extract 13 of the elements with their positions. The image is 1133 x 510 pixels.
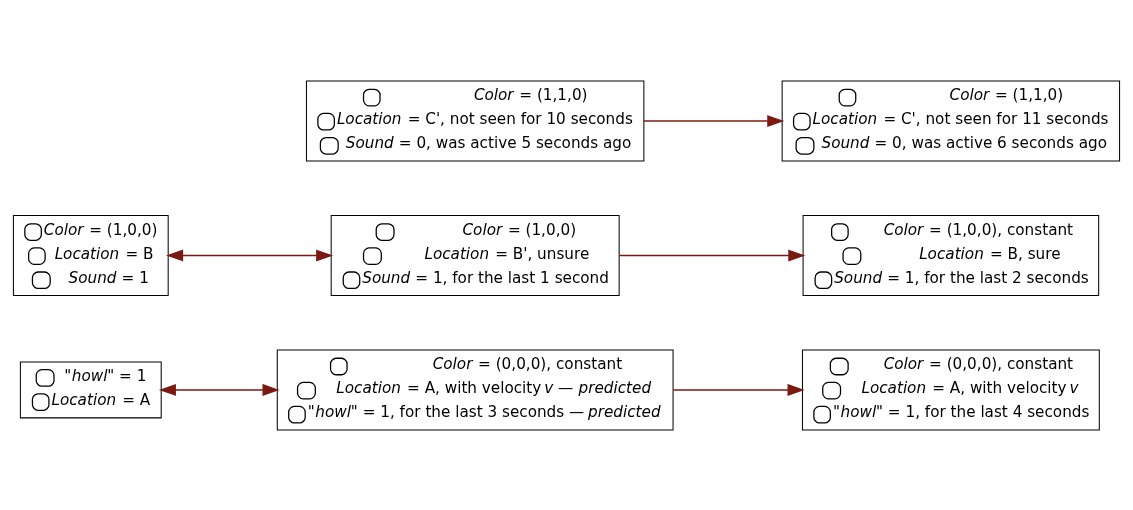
node-box: "howl" = 1 Location = A [19, 361, 162, 418]
node-box: Color = (1,0,0), constant Location = B, sure Sound = 1, for the last 2 seconds [802, 214, 1100, 296]
arrow [158, 383, 280, 396]
arrow [672, 383, 805, 396]
arrow [618, 249, 806, 261]
arrow [643, 114, 785, 127]
node-box: Color = (0,0,0), constant Location = A, with velocity v "howl" = 1, for the last 4 seconds [801, 349, 1100, 430]
node-box: Color = (1,1,0) Location = C', not seen for 10 seconds Sound = 0, was active 5 seconds ago [305, 80, 645, 161]
arrow [166, 249, 334, 261]
node-box: Color = (1,0,0) Location = B', unsure Sound = 1, for the last 1 second [330, 214, 620, 296]
node-box: Color = (0,0,0), constant Location = A, with velocity v — predicted "howl" = 1, for the last 3 seconds — predicted [276, 349, 674, 430]
node-box: Color = (1,0,0) Location = B Sound = 1 [12, 214, 169, 296]
node-box: Color = (1,1,0) Location = C', not seen for 11 seconds Sound = 0, was active 6 seconds ago [781, 80, 1121, 161]
